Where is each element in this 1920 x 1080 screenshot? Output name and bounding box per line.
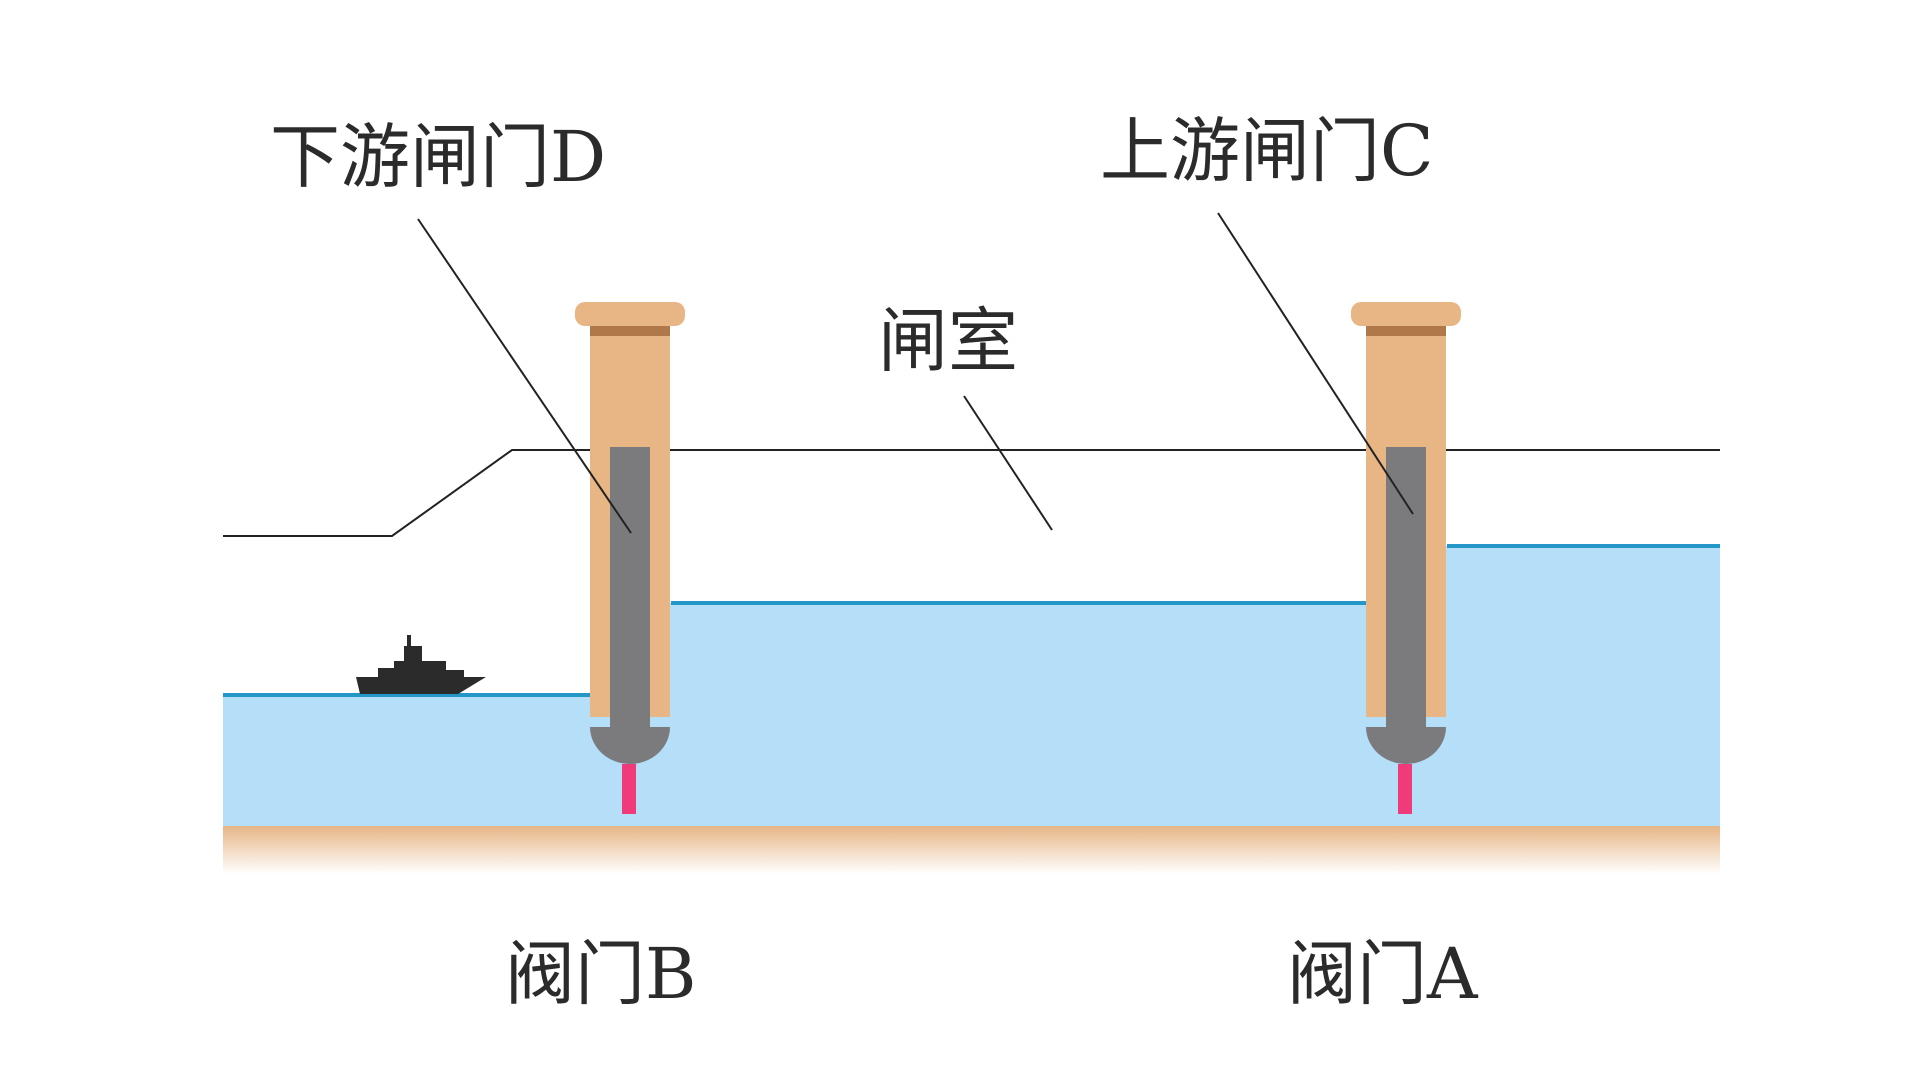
downstream-gate-d — [575, 302, 685, 814]
leader-line-upstream-gate — [1217, 212, 1414, 515]
valve-a-head — [1366, 727, 1446, 764]
gate-cap — [1351, 302, 1461, 326]
lock-chamber-water — [591, 603, 1403, 826]
upstream-water — [1403, 546, 1720, 826]
riverbed — [223, 826, 1720, 874]
leader-line-downstream-gate — [417, 218, 632, 534]
valve-b-head — [590, 727, 670, 764]
ship-icon — [356, 635, 486, 694]
gate-cap — [575, 302, 685, 326]
gate-band — [590, 326, 670, 336]
gate-core — [1386, 447, 1426, 727]
downstream-gate-label: 下游闸门D — [270, 116, 606, 198]
valve-b-stem — [622, 764, 636, 814]
gate-band — [1366, 326, 1446, 336]
leader-line-lock-chamber — [963, 395, 1053, 531]
upstream-gate-label: 上游闸门C — [1100, 110, 1434, 192]
lock-chamber-label: 闸室 — [878, 300, 1018, 382]
valve-a-label: 阀门A — [1287, 933, 1479, 1015]
valve-b-label: 阀门B — [505, 933, 696, 1015]
valve-a-stem — [1398, 764, 1412, 814]
downstream-water — [223, 695, 591, 826]
embankment-outline — [223, 449, 1720, 537]
upstream-gate-c — [1351, 302, 1461, 814]
gate-core — [610, 447, 650, 727]
